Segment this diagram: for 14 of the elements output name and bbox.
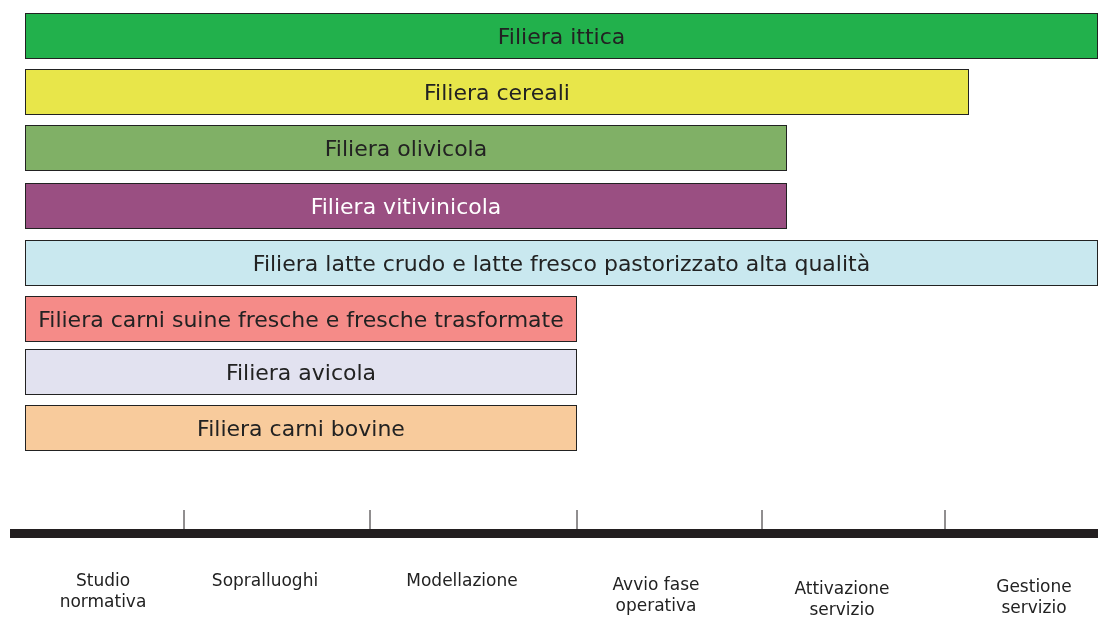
timeline-bar: Filiera ittica (25, 13, 1098, 59)
timeline-bar: Filiera carni suine fresche e fresche trasformate (25, 296, 577, 342)
phase-label: Modellazione (405, 570, 519, 591)
phase-label: Sopralluoghi (210, 570, 320, 591)
timeline-bar: Filiera avicola (25, 349, 577, 395)
phase-label: Attivazione servizio (793, 578, 891, 620)
timeline-bar: Filiera cereali (25, 69, 969, 115)
phase-label: Studio normativa (58, 570, 148, 612)
phase-label: Avvio fase operativa (611, 574, 701, 616)
timeline-bar: Filiera vitivinicola (25, 183, 787, 229)
timeline-bar: Filiera olivicola (25, 125, 787, 171)
timeline-bar: Filiera latte crudo e latte fresco pastorizzato alta qualità (25, 240, 1098, 286)
phase-label: Gestione servizio (995, 576, 1073, 618)
timeline-bar: Filiera carni bovine (25, 405, 577, 451)
